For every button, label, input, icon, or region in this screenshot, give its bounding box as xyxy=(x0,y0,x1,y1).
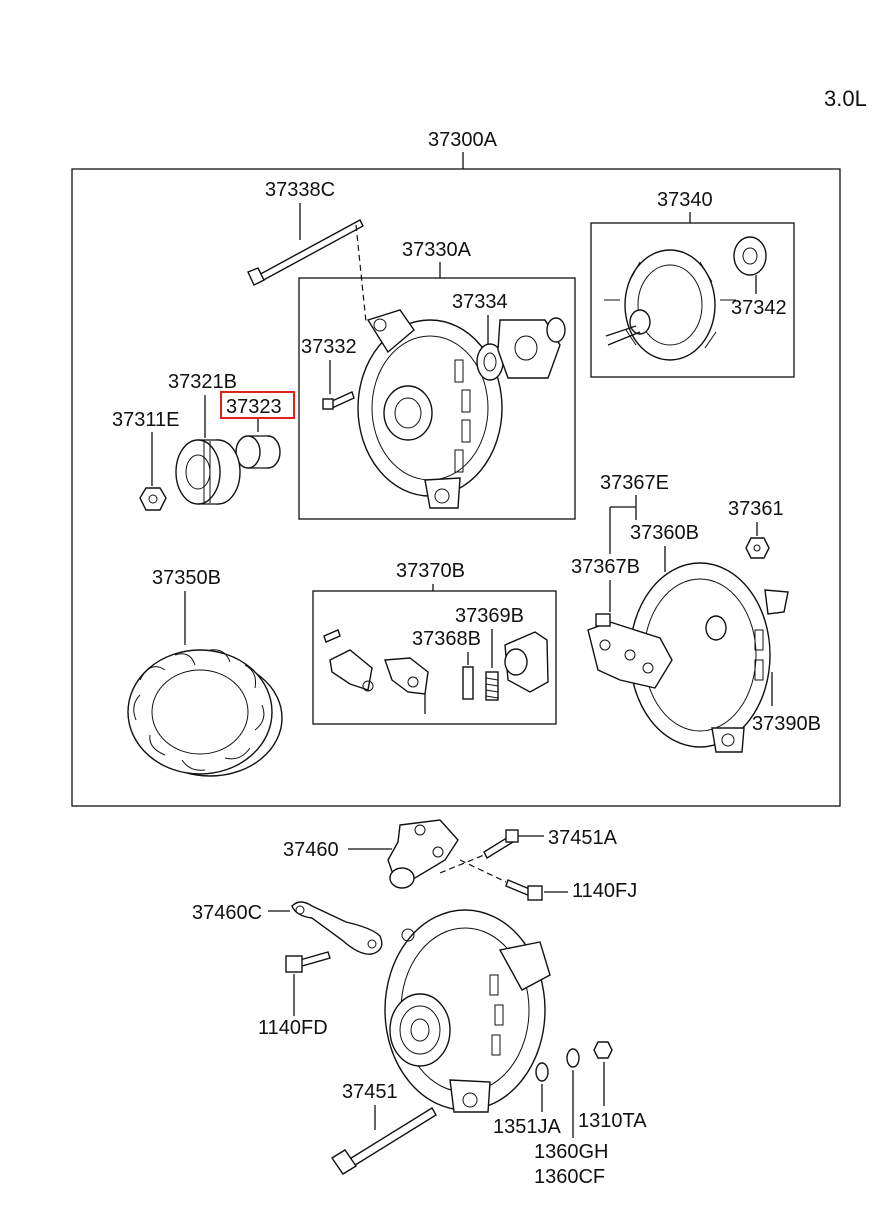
bolt-37451-part[interactable] xyxy=(331,1107,437,1175)
label-37323[interactable]: 37323 xyxy=(226,396,282,418)
label-37367B[interactable]: 37367B xyxy=(571,556,640,578)
label-1351JA[interactable]: 1351JA xyxy=(493,1116,561,1138)
label-1140FD[interactable]: 1140FD xyxy=(258,1017,328,1039)
label-37350B[interactable]: 37350B xyxy=(152,567,221,589)
nut-37311E-part[interactable] xyxy=(139,487,167,511)
label-37451A[interactable]: 37451A xyxy=(548,827,618,849)
label-37360B[interactable]: 37360B xyxy=(630,522,699,544)
label-37460C[interactable]: 37460C xyxy=(192,902,262,924)
assembly-frame xyxy=(71,168,841,807)
through-bolt-part[interactable] xyxy=(247,219,367,323)
label-37390B[interactable]: 37390B xyxy=(752,713,821,735)
label-37368B[interactable]: 37368B xyxy=(412,628,481,650)
rectifier-part[interactable] xyxy=(587,613,673,689)
label-37334[interactable]: 37334 xyxy=(452,291,508,313)
spacer-37323-part[interactable] xyxy=(235,435,281,469)
label-37321B[interactable]: 37321B xyxy=(168,371,237,393)
label-37367E[interactable]: 37367E xyxy=(600,472,669,494)
label-37338C[interactable]: 37338C xyxy=(265,179,335,201)
label-37370B[interactable]: 37370B xyxy=(396,560,465,582)
label-1140FJ[interactable]: 1140FJ xyxy=(572,880,637,902)
rotor-part[interactable] xyxy=(604,236,767,361)
alternator-assembly-part[interactable] xyxy=(384,909,551,1113)
assembly-label[interactable]: 37300A xyxy=(428,129,498,151)
engine-label: 3.0L xyxy=(824,86,867,111)
label-37342[interactable]: 37342 xyxy=(731,297,787,319)
label-1310TA[interactable]: 1310TA xyxy=(578,1110,647,1132)
label-37369B[interactable]: 37369B xyxy=(455,605,524,627)
bolt-1140FJ-part[interactable] xyxy=(459,859,543,901)
label-37340[interactable]: 37340 xyxy=(657,189,713,211)
bolt-37451A-part[interactable] xyxy=(439,829,519,874)
washers-part[interactable] xyxy=(535,1041,613,1082)
front-bracket-part[interactable] xyxy=(357,309,503,509)
pulley-37321B-part[interactable] xyxy=(175,439,241,505)
label-37311E[interactable]: 37311E xyxy=(112,409,179,431)
front-bracket-box xyxy=(298,277,576,520)
label-37330A[interactable]: 37330A xyxy=(402,239,472,261)
label-37361[interactable]: 37361 xyxy=(728,498,784,520)
nut-37361-part[interactable] xyxy=(745,537,770,559)
brush-holder-box xyxy=(312,590,557,725)
highlight-37323 xyxy=(220,391,295,419)
screw-37332-part[interactable] xyxy=(322,391,355,410)
bolt-1140FD-part[interactable] xyxy=(285,951,331,973)
brush-holder-part[interactable] xyxy=(323,629,429,714)
label-1360GH[interactable]: 1360GH xyxy=(534,1141,609,1163)
label-37460[interactable]: 37460 xyxy=(283,839,339,861)
label-37332[interactable]: 37332 xyxy=(301,336,357,358)
stator-part[interactable] xyxy=(127,649,283,777)
label-1360CF[interactable]: 1360CF xyxy=(534,1166,605,1188)
strap-37460C-part[interactable] xyxy=(291,901,383,955)
label-37451[interactable]: 37451 xyxy=(342,1081,398,1103)
bracket-37460-part[interactable] xyxy=(387,819,459,889)
rotor-box xyxy=(590,222,795,378)
brush-and-spring-part[interactable] xyxy=(462,631,549,701)
bearing-37334-part[interactable] xyxy=(476,317,566,381)
